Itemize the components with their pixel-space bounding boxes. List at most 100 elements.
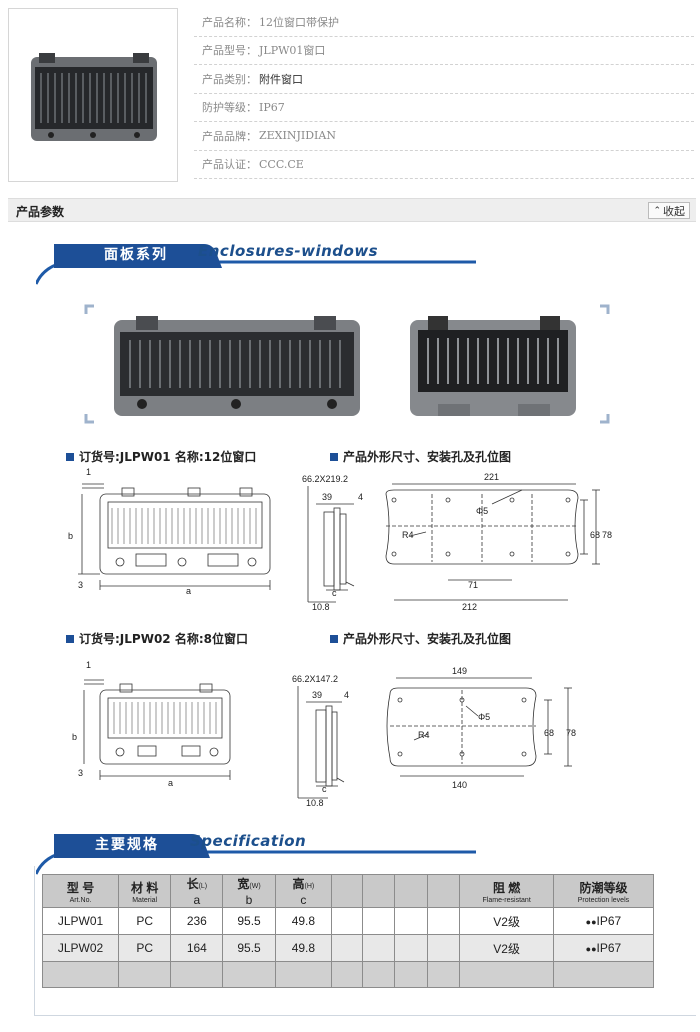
dim-label: 3 — [78, 768, 83, 778]
header-empty — [394, 874, 428, 908]
info-label: 防护等级： — [202, 101, 257, 115]
table-row: JLPW01 PC 236 95.5 49.8 V2级 ●●IP67 — [41, 907, 655, 935]
dim-label: 68 — [544, 728, 554, 738]
series-header-graphic — [36, 244, 476, 285]
cell-protection: ●●IP67 — [552, 907, 655, 935]
dim-label: 78 — [602, 530, 612, 540]
dim-label: 4 — [344, 690, 349, 700]
cell-empty — [331, 907, 363, 935]
cell-empty — [394, 907, 428, 935]
jlpw01-outline-drawing: 221 Φ5 R4 68 78 71 212 — [385, 472, 612, 612]
cell-width: 95.5 — [222, 934, 276, 962]
header-empty — [426, 874, 461, 908]
dim-label: 221 — [484, 472, 499, 482]
cell-model: JLPW01 — [41, 907, 120, 935]
cell-empty — [459, 961, 554, 988]
cell-height: 49.8 — [274, 934, 333, 962]
dim-label: c — [322, 784, 327, 794]
chevron-up-icon: ⌃ — [653, 205, 661, 216]
dim-label: 149 — [452, 666, 467, 676]
info-value: ZEXINJIDIAN — [259, 129, 336, 143]
dim-label: R4 — [402, 530, 414, 540]
bullet-square — [66, 634, 74, 643]
dim-label: Φ5 — [478, 712, 490, 722]
bullet-square — [66, 452, 74, 461]
collapse-label: 收起 — [663, 204, 685, 218]
info-row-protection: 防护等级： IP67 — [194, 94, 694, 122]
cell-model: JLPW02 — [41, 934, 120, 962]
collapse-button[interactable]: ⌃ 收起 — [648, 202, 690, 219]
info-label: 产品类别： — [202, 72, 257, 86]
jlpw01-caption: 订货号:JLPW01 名称:12位窗口 — [66, 448, 256, 465]
info-value: 12位窗口带保护 — [259, 15, 339, 29]
cell-empty — [361, 907, 396, 935]
cell-length: 236 — [170, 907, 224, 935]
cell-material: PC — [118, 934, 172, 962]
info-label: 产品型号： — [202, 44, 257, 58]
dim-label: 66.2X147.2 — [292, 674, 338, 684]
dim-label: 39 — [312, 690, 322, 700]
info-label: 产品认证： — [202, 158, 257, 172]
dim-label: a — [186, 586, 191, 596]
table-row: JLPW02 PC 164 95.5 49.8 V2级 ●●IP67 — [41, 934, 655, 962]
droplets-icon: ●● — [585, 944, 597, 954]
product-info-list: 产品名称： 12位窗口带保护 产品型号： JLPW01窗口 产品类别： 附件窗口… — [194, 8, 694, 179]
series-header: 面板系列 Enclosures-windows — [36, 232, 486, 292]
cell-empty — [331, 934, 363, 962]
cell-width: 95.5 — [222, 907, 276, 935]
header-height: 高(H)c — [274, 874, 333, 908]
jlpw01-side-caption-text: 产品外形尺寸、安装孔及孔位图 — [343, 450, 512, 464]
jlpw02-outline-drawing: 149 Φ5 R4 68 78 140 — [386, 666, 576, 790]
dim-label: 78 — [566, 728, 576, 738]
spec-header: 主要规格 Specification — [36, 822, 486, 882]
jlpw02-side-drawing: 66.2X147.2 39 4 c 10.8 — [292, 674, 349, 808]
jlpw01-side-caption: 产品外形尺寸、安装孔及孔位图 — [330, 448, 511, 465]
dim-label: R4 — [418, 730, 430, 740]
header-empty — [331, 874, 363, 908]
series-title-en: Enclosures-windows — [198, 242, 379, 260]
dim-label: a — [168, 778, 173, 788]
cell-empty — [361, 934, 396, 962]
info-value: JLPW01窗口 — [259, 44, 326, 58]
info-value: IP67 — [259, 100, 285, 114]
spec-title-cn: 主要规格 — [95, 837, 159, 853]
info-row-model: 产品型号： JLPW01窗口 — [194, 37, 694, 65]
dim-label: 10.8 — [306, 798, 324, 808]
cell-empty — [222, 961, 276, 988]
product-detail-content: 面板系列 Enclosures-windows — [8, 222, 696, 1024]
jlpw01-front-drawing: 1 b 3 a — [68, 467, 271, 596]
params-title: 产品参数 — [16, 205, 65, 219]
product-params-bar: 产品参数 ⌃ 收起 — [8, 198, 696, 222]
dim-label: 1 — [86, 660, 91, 670]
cell-empty — [426, 934, 461, 962]
dim-label: 71 — [468, 580, 478, 590]
dim-label: b — [68, 531, 73, 541]
cell-flame: V2级 — [459, 934, 554, 962]
dim-label: 10.8 — [312, 602, 330, 612]
info-row-category: 产品类别： 附件窗口 — [194, 65, 694, 94]
cell-empty — [426, 961, 461, 988]
info-row-name: 产品名称： 12位窗口带保护 — [194, 8, 694, 37]
cell-empty — [426, 907, 461, 935]
jlpw02-caption: 订货号:JLPW02 名称:8位窗口 — [66, 630, 248, 647]
jlpw02-side-caption: 产品外形尺寸、安装孔及孔位图 — [330, 630, 511, 647]
header-empty — [361, 874, 396, 908]
jlpw01-caption-text: 订货号:JLPW01 名称:12位窗口 — [79, 450, 257, 464]
dim-label: c — [332, 588, 337, 598]
dim-label: 66.2X219.2 — [302, 474, 348, 484]
cell-empty — [394, 934, 428, 962]
cell-empty — [361, 961, 396, 988]
spec-header-graphic — [36, 834, 476, 875]
info-value: CCC.CE — [259, 157, 304, 171]
jlpw02-front-drawing: 1 b 3 a — [72, 660, 231, 788]
header-width: 宽(W)b — [222, 874, 276, 908]
bullet-square — [330, 634, 338, 643]
info-row-certification: 产品认证： CCC.CE — [194, 151, 694, 179]
info-value-link[interactable]: 附件窗口 — [259, 72, 303, 86]
table-row — [41, 961, 655, 988]
product-thumbnail[interactable] — [8, 8, 178, 182]
